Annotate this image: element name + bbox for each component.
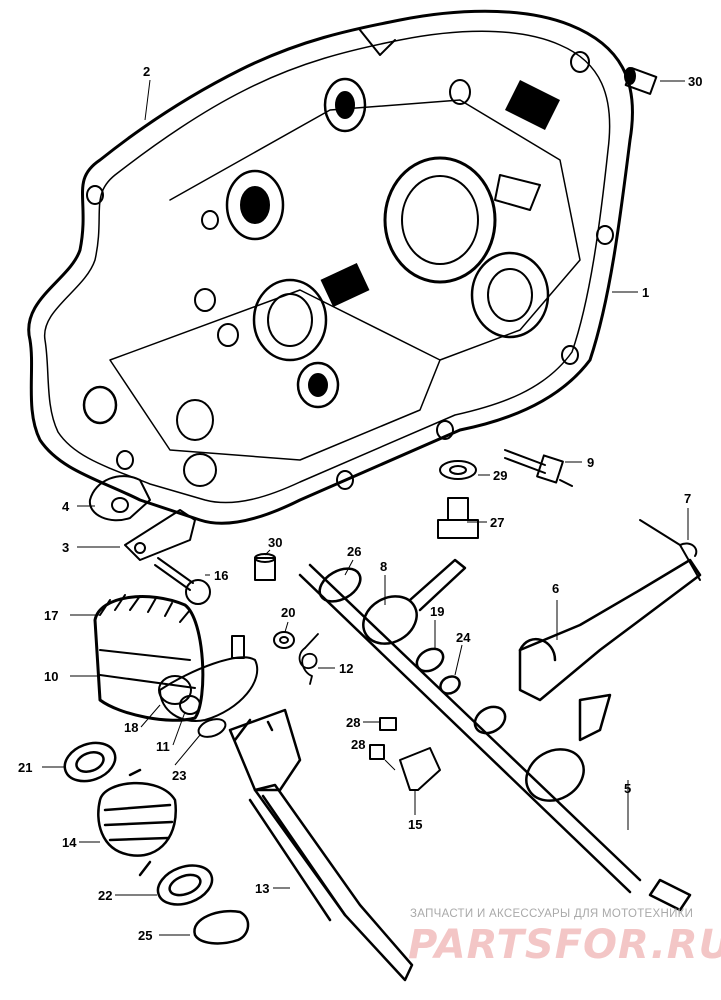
callout-17: 17 [44, 608, 58, 623]
callout-2: 2 [143, 64, 150, 79]
callout-1: 1 [642, 285, 649, 300]
thrust-washer [63, 741, 117, 783]
callout-labels: 1 2 3 4 5 6 7 8 9 10 11 12 13 14 15 16 1… [18, 64, 702, 943]
callout-4: 4 [62, 499, 70, 514]
detent-plunger [504, 449, 573, 487]
stopper-bolt [154, 557, 211, 605]
lock-bolts [369, 717, 441, 791]
stopper-arm [88, 475, 151, 522]
circlip [193, 909, 250, 945]
callout-29: 29 [493, 468, 507, 483]
small-washer [273, 631, 295, 649]
gearshift-spindle [228, 708, 414, 982]
return-spring-small [298, 633, 319, 685]
callout-9: 9 [587, 455, 594, 470]
callout-6: 6 [552, 581, 559, 596]
callout-19: 19 [430, 604, 444, 619]
callout-18: 18 [124, 720, 138, 735]
shaft-washer [197, 718, 227, 738]
callout-25: 25 [138, 928, 152, 943]
drum-gear [93, 594, 205, 722]
callout-21: 21 [18, 760, 32, 775]
callout-5: 5 [624, 781, 631, 796]
callout-16: 16 [214, 568, 228, 583]
stopper-plate [124, 509, 196, 561]
drain-bolt [437, 497, 479, 539]
bushing-lower [254, 553, 276, 581]
callout-23: 23 [172, 768, 186, 783]
callout-20: 20 [281, 605, 295, 620]
callout-26: 26 [347, 544, 361, 559]
watermark-brand: PARTSFOR.RU [408, 922, 721, 968]
callout-13: 13 [255, 881, 269, 896]
shift-return-spring [97, 768, 178, 877]
detent-spring [639, 519, 701, 581]
fork-shaft-assembly [298, 558, 692, 912]
callout-12: 12 [339, 661, 353, 676]
callout-10: 10 [44, 669, 58, 684]
crankcase-cover [27, 9, 634, 525]
callout-leaders [42, 79, 689, 936]
callout-30-a: 30 [688, 74, 702, 89]
washer-lower [156, 864, 214, 906]
watermark: ЗАПЧАСТИ И АКСЕССУАРЫ ДЛЯ МОТОТЕХНИКИ PA… [408, 908, 721, 968]
watermark-caption: ЗАПЧАСТИ И АКСЕССУАРЫ ДЛЯ МОТОТЕХНИКИ [410, 908, 693, 920]
callout-24: 24 [456, 630, 471, 645]
sealing-washer [439, 460, 477, 480]
callout-27: 27 [490, 515, 504, 530]
callout-15: 15 [408, 817, 422, 832]
callout-28-a: 28 [346, 715, 360, 730]
bushing-top [624, 67, 658, 95]
callout-3: 3 [62, 540, 69, 555]
callout-14: 14 [62, 835, 77, 850]
callout-22: 22 [98, 888, 112, 903]
shift-plate [159, 635, 258, 722]
callout-8: 8 [380, 559, 387, 574]
callout-28-b: 28 [351, 737, 365, 752]
callout-30-b: 30 [268, 535, 282, 550]
shift-fork-lever [518, 558, 702, 742]
callout-11: 11 [156, 739, 170, 754]
callout-7: 7 [684, 491, 691, 506]
